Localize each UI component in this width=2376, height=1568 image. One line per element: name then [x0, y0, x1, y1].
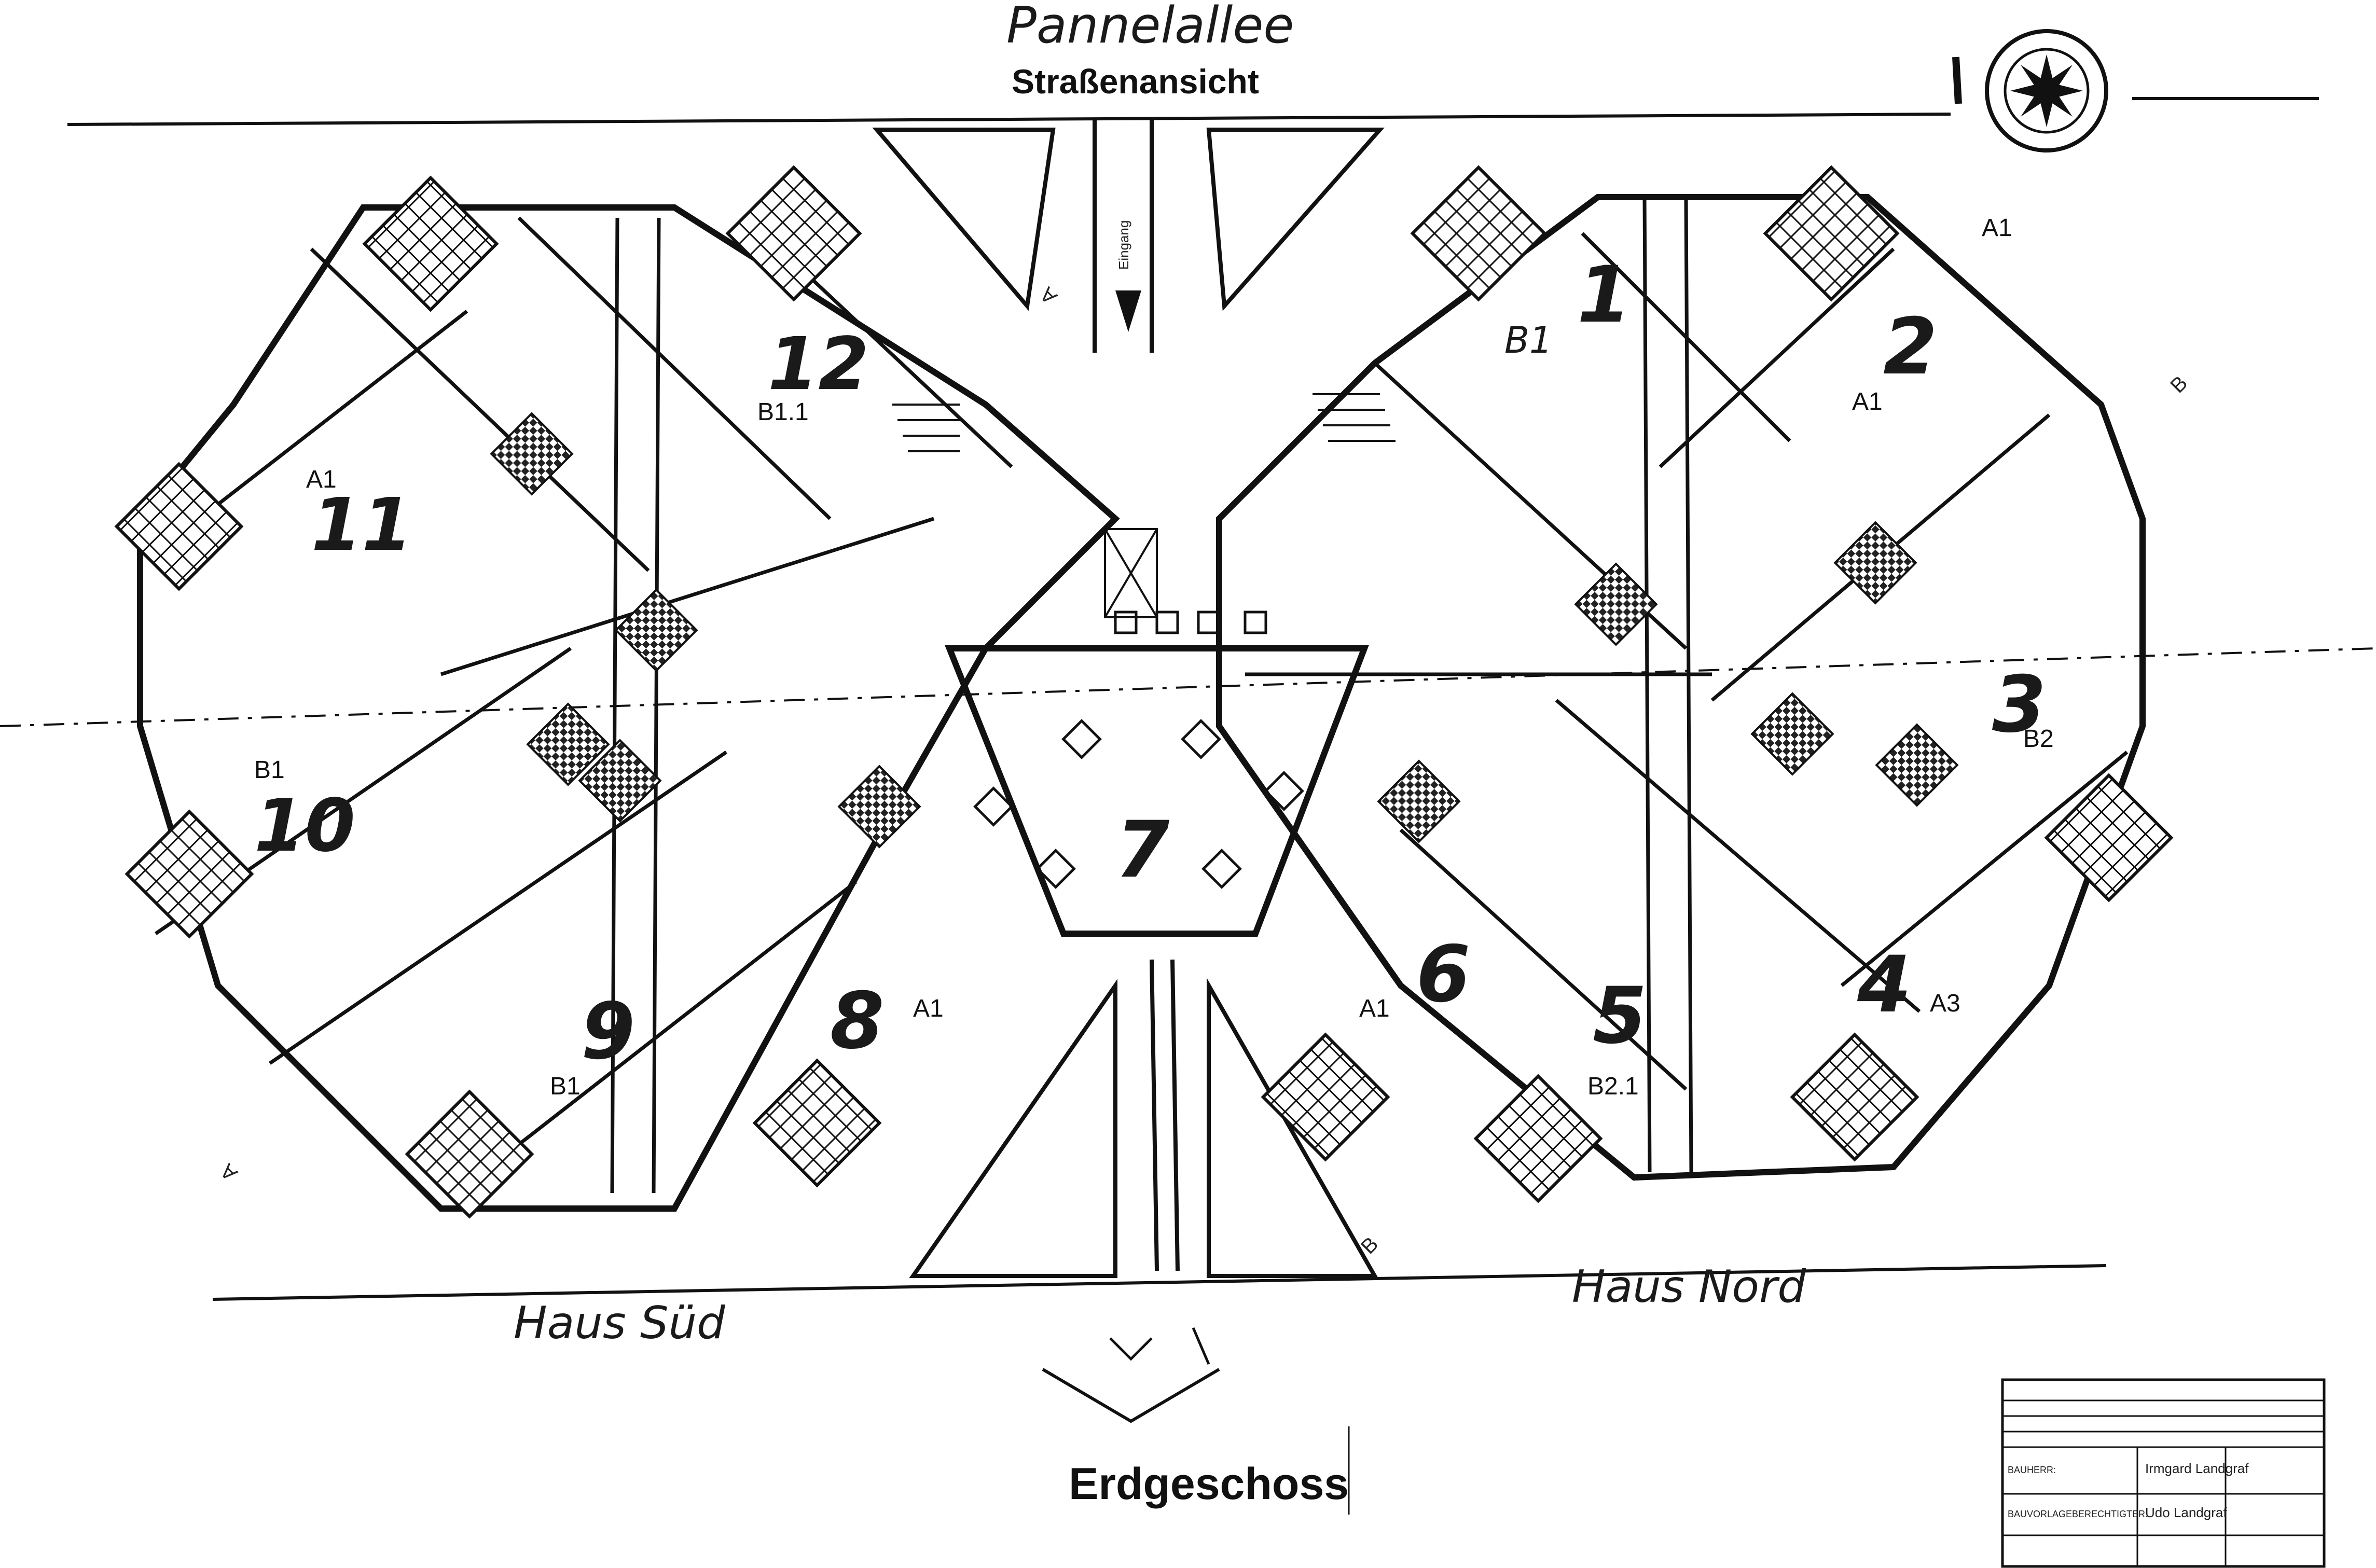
unit-number: 5 [1593, 971, 1647, 1061]
unit-type: A1 [1359, 995, 1390, 1022]
corner-type-label: A1 [1982, 214, 2012, 242]
planter-right [1206, 128, 1385, 311]
bathrooms [490, 412, 1959, 849]
unit-number: 9 [581, 987, 635, 1077]
rear-entrance-icon [1042, 1368, 1220, 1423]
floor-label: Erdgeschoss [1069, 1459, 1349, 1509]
unit-number: 11 [311, 483, 412, 567]
section-mark-a-bottom: A [216, 1159, 242, 1185]
unit-type: B2 [2023, 725, 2054, 753]
unit-type: B1 [550, 1073, 581, 1100]
unit-number: 2 [1883, 302, 1937, 392]
unit-number: 6 [1416, 929, 1470, 1020]
unit-type: A1 [306, 466, 337, 493]
section-line [0, 647, 2376, 727]
entrance-label: Eingang [1116, 220, 1131, 270]
unit-type: B1 [1504, 319, 1553, 362]
unit-number: 1 [1577, 250, 1631, 340]
planter-bottom-right [1207, 977, 1378, 1278]
unit-number: 8 [830, 976, 884, 1066]
house-north-label: Haus Nord [1572, 1261, 1806, 1313]
unit-type: B1 [254, 756, 285, 784]
contractor-label: BAUVORLAGEBERECHTIGTER: [2008, 1509, 2148, 1519]
contractor-name: Udo Landgraf [2145, 1505, 2227, 1520]
owner-label: BAUHERR: [2008, 1465, 2056, 1475]
owner-name: Irmgard Landgraf [2145, 1461, 2249, 1476]
unit-number: 10 [254, 784, 355, 868]
planter-bottom-left [909, 979, 1117, 1278]
interior-walls-south [155, 216, 1013, 1195]
unit-type: A1 [1852, 388, 1883, 415]
unit-number: 12 [768, 322, 869, 407]
unit-number: 3 [1992, 660, 2046, 750]
unit-labels: 1 B1 2 A1 3 B2 4 A3 5 B2.1 6 A1 7 8 A1 9… [254, 214, 2054, 1100]
terraces [114, 165, 2174, 1219]
unit-type: A3 [1930, 990, 1960, 1017]
house-south-label: Haus Süd [514, 1297, 725, 1349]
section-mark-a-top: A [1035, 283, 1061, 309]
title-block: BAUHERR: Irmgard Landgraf BAUVORLAGEBERE… [2001, 1378, 2326, 1568]
entrance-corridor [1093, 119, 1180, 1271]
planter-left [872, 128, 1056, 311]
stairs [892, 393, 1396, 618]
compass-rose-icon [1985, 29, 2108, 152]
unit-type: A1 [913, 995, 944, 1022]
rear-line [212, 1264, 2107, 1301]
unit-number: 4 [1857, 940, 1911, 1030]
unit-type: B2.1 [1587, 1073, 1639, 1100]
street-line [67, 113, 1951, 126]
section-mark-b-top: B [2166, 371, 2192, 397]
cafe-tables [973, 610, 1304, 889]
unit-type: B1.1 [757, 398, 809, 426]
street-name: Pannelallee [1006, 0, 1294, 54]
unit-number: 7 [1115, 805, 1170, 895]
street-view-label: Straßenansicht [1012, 62, 1259, 101]
